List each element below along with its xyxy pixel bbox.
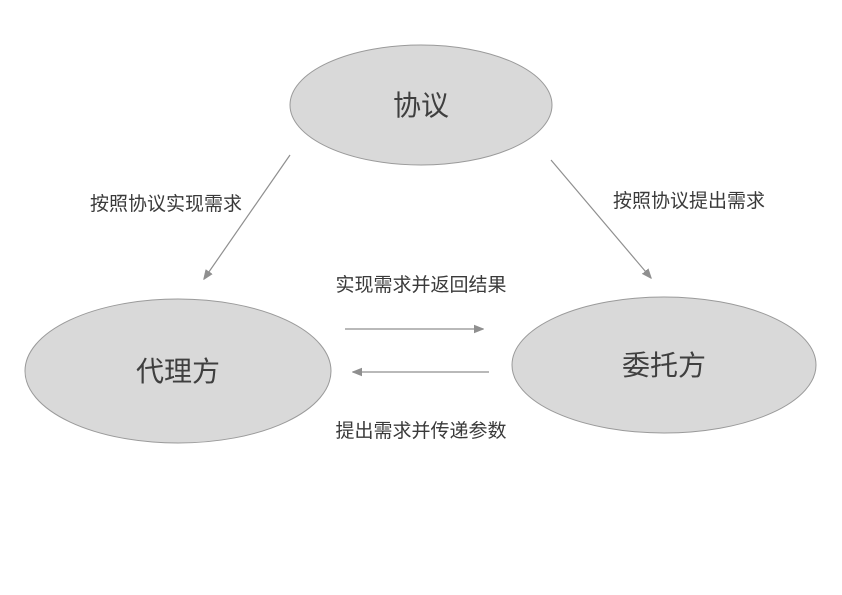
edge-label-agent-to-delegator: 实现需求并返回结果 bbox=[335, 274, 506, 296]
node-protocol: 协议 bbox=[289, 44, 553, 166]
edge-label-delegator-to-agent: 提出需求并传递参数 bbox=[335, 420, 506, 442]
node-agent-label: 代理方 bbox=[136, 355, 220, 388]
edge-protocol-to-agent bbox=[204, 154, 291, 279]
edge-label-protocol-to-agent: 按照协议实现需求 bbox=[90, 193, 242, 215]
edge-label-protocol-to-delegator: 按照协议提出需求 bbox=[613, 190, 765, 212]
node-protocol-label: 协议 bbox=[393, 89, 449, 122]
node-agent: 代理方 bbox=[24, 298, 332, 444]
edge-protocol-to-delegator bbox=[550, 159, 651, 278]
node-delegator-label: 委托方 bbox=[622, 349, 706, 382]
node-delegator: 委托方 bbox=[511, 296, 817, 434]
